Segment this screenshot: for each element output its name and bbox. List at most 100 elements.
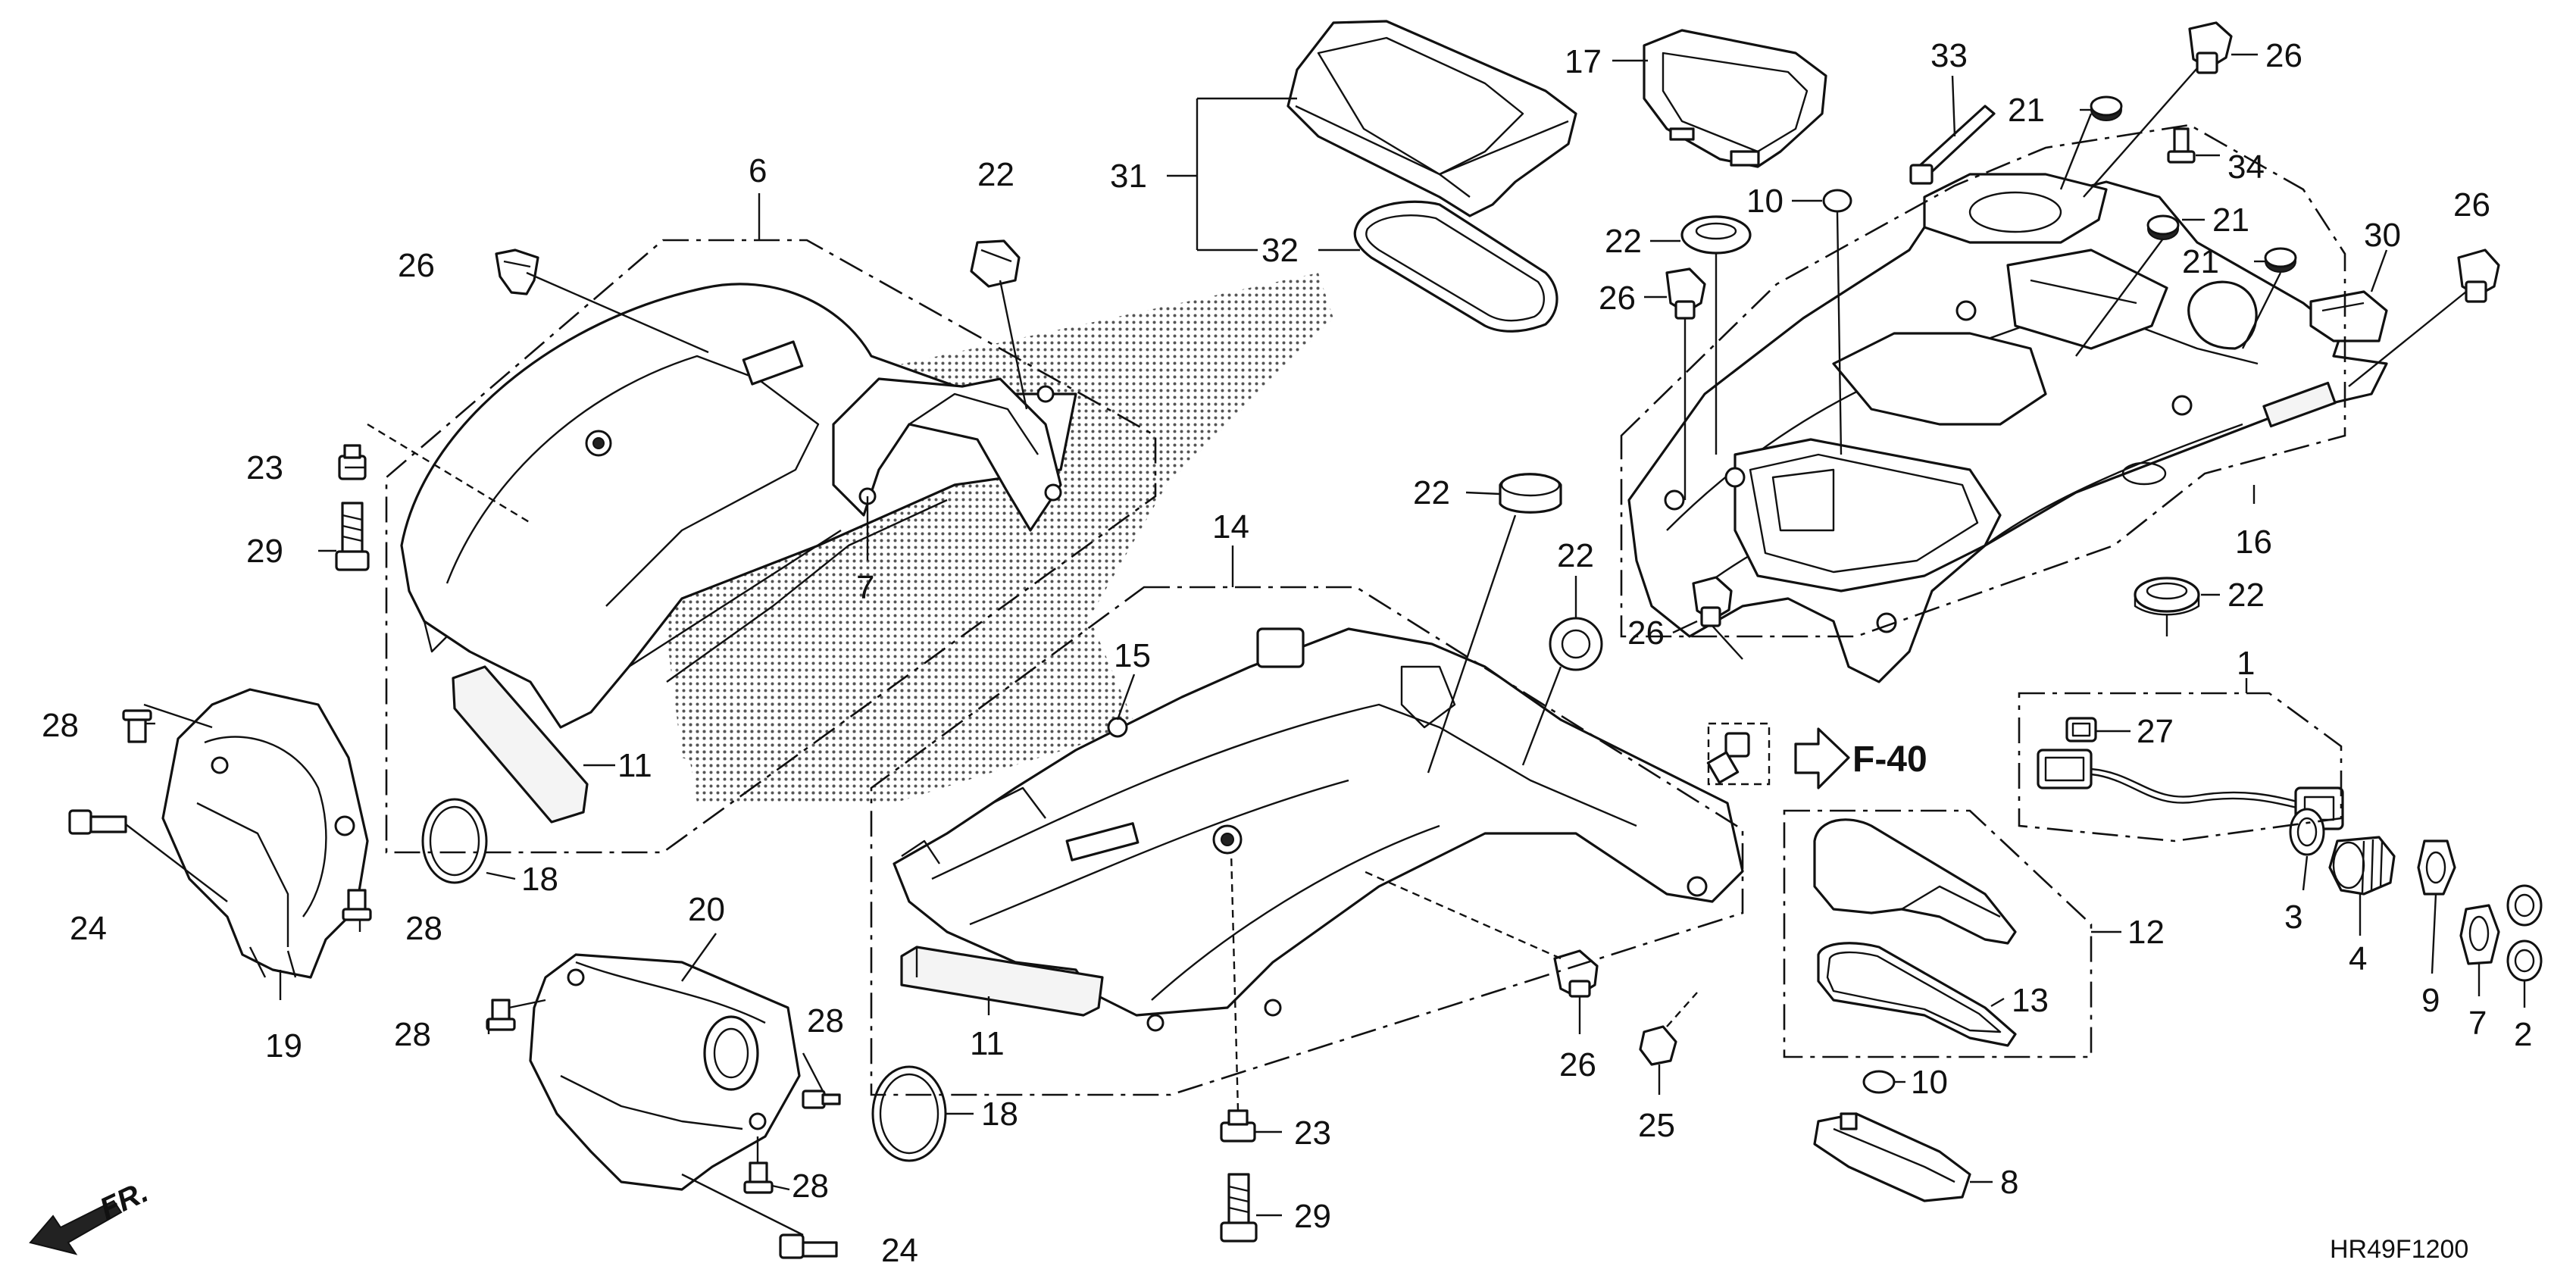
callout-32: 32 bbox=[1261, 232, 1299, 269]
bolt-23-left bbox=[338, 444, 367, 480]
clip-26-right bbox=[2457, 249, 2500, 303]
bolt-23-center bbox=[1220, 1109, 1256, 1143]
callout-29: 29 bbox=[1294, 1198, 1331, 1235]
callout-19: 19 bbox=[265, 1027, 302, 1064]
top-lid-part-31 bbox=[1286, 20, 1577, 217]
callout-33: 33 bbox=[1930, 37, 1968, 74]
screw-28-duct-left bbox=[486, 999, 516, 1031]
callout-2: 2 bbox=[2514, 1016, 2532, 1053]
callout-31: 31 bbox=[1110, 158, 1147, 195]
clip-26-top-right bbox=[2188, 21, 2233, 74]
callout-17: 17 bbox=[1565, 43, 1602, 80]
screw-28-lower-left bbox=[342, 889, 372, 921]
bracket-part-30 bbox=[2309, 290, 2388, 342]
clip-26-rear-lower-left bbox=[1692, 576, 1733, 627]
bolt-29-left bbox=[335, 502, 370, 571]
callout-21: 21 bbox=[2212, 202, 2249, 239]
screw-28-duct-right bbox=[802, 1089, 841, 1109]
screw-ref-f40 bbox=[1706, 732, 1750, 784]
callout-14: 14 bbox=[1212, 508, 1249, 546]
socket-part-4 bbox=[2328, 836, 2396, 896]
callout-22: 22 bbox=[1605, 223, 1642, 260]
nut-21-right bbox=[2264, 247, 2297, 273]
callout-10: 10 bbox=[1746, 183, 1784, 220]
callout-26: 26 bbox=[1599, 280, 1636, 317]
clip-26-top-left bbox=[495, 249, 539, 295]
callout-15: 15 bbox=[1114, 637, 1151, 674]
side-cover-part-19 bbox=[161, 688, 369, 979]
nut-21-top bbox=[2090, 95, 2123, 121]
foam-pad-part-11-left bbox=[452, 665, 589, 824]
callout-6: 7 bbox=[856, 569, 874, 606]
grommet-22-center-upper bbox=[1499, 473, 1562, 514]
callout-16: 16 bbox=[2235, 524, 2272, 561]
bolt-24-lower bbox=[779, 1233, 838, 1259]
callout-28: 28 bbox=[42, 707, 79, 744]
diagram-code-label: HR49F1200 bbox=[2330, 1235, 2468, 1264]
callout-20: 20 bbox=[688, 891, 725, 928]
callout-9: 9 bbox=[2421, 982, 2440, 1019]
callout-23: 23 bbox=[1294, 1114, 1331, 1152]
connector-clip-part-27 bbox=[2065, 717, 2097, 742]
nut-25 bbox=[1639, 1025, 1677, 1066]
f40-reference-box bbox=[1707, 722, 1771, 786]
foam-pad-part-11-center bbox=[900, 946, 1104, 1017]
callout-28: 28 bbox=[792, 1168, 829, 1205]
cover-part-8 bbox=[1813, 1112, 1971, 1202]
ring-part-3 bbox=[2289, 808, 2325, 856]
grommet-22-right bbox=[2134, 577, 2200, 616]
grommet-10-upper bbox=[1822, 189, 1852, 213]
callout-26: 26 bbox=[2265, 37, 2302, 74]
callout-1: 1 bbox=[2237, 645, 2255, 682]
leader-lines bbox=[125, 53, 2526, 1236]
duct-part-20 bbox=[529, 953, 801, 1191]
grommet-22-upper-right bbox=[1680, 215, 1752, 255]
callout-22: 22 bbox=[1557, 537, 1594, 574]
callout-11: 11 bbox=[970, 1025, 1005, 1062]
lid-seal-part-32 bbox=[1353, 200, 1558, 333]
seal-ring-18-left bbox=[421, 798, 488, 884]
callout-26: 26 bbox=[398, 247, 435, 284]
nut-21-middle bbox=[2146, 214, 2180, 240]
grommet-22-top-left bbox=[970, 239, 1021, 288]
bolt-29-center bbox=[1220, 1173, 1258, 1243]
callout-28: 28 bbox=[394, 1016, 431, 1053]
callout-8: 8 bbox=[2000, 1164, 2018, 1201]
callout-26: 26 bbox=[1627, 614, 1665, 652]
callout-26: 26 bbox=[1559, 1046, 1596, 1083]
callout-labels: 6 22 26 23 29 7 11 18 28 24 28 19 20 28 … bbox=[42, 37, 2532, 1269]
callout-22: 22 bbox=[977, 156, 1014, 193]
callout-18: 18 bbox=[521, 861, 558, 898]
screw-34 bbox=[2167, 127, 2196, 164]
lid-part-12 bbox=[1813, 818, 2017, 945]
callout-10: 10 bbox=[1911, 1064, 1948, 1101]
callout-22: 22 bbox=[2227, 577, 2265, 614]
screw-28-upper-left bbox=[122, 709, 152, 743]
cable-tie-part-33 bbox=[1909, 105, 1996, 185]
cap-part-9 bbox=[2417, 839, 2456, 896]
callout-24: 24 bbox=[70, 910, 107, 947]
reference-f40-label: F-40 bbox=[1852, 739, 1927, 780]
grommet-10-lower bbox=[1862, 1070, 1896, 1094]
clip-26-rear-upper-left bbox=[1665, 267, 1706, 320]
center-fender-part-14 bbox=[893, 627, 1744, 1032]
cap-part-2 bbox=[2506, 884, 2543, 982]
callout-18: 18 bbox=[981, 1096, 1018, 1133]
grommet-22-center bbox=[1549, 617, 1603, 671]
callout-11: 11 bbox=[617, 747, 652, 784]
callout-5: 6 bbox=[749, 152, 767, 189]
screw-28-duct-bottom bbox=[743, 1161, 774, 1194]
callout-21: 21 bbox=[2182, 243, 2219, 280]
bolt-24-left bbox=[68, 809, 127, 835]
callout-30: 30 bbox=[2364, 217, 2401, 254]
callout-29: 29 bbox=[246, 533, 283, 570]
callout-23: 23 bbox=[246, 449, 283, 486]
callout-3: 3 bbox=[2284, 899, 2302, 936]
callout-24: 24 bbox=[881, 1232, 918, 1269]
callout-34: 34 bbox=[2227, 148, 2265, 186]
front-direction-marker: FR. bbox=[29, 1175, 153, 1255]
callout-25: 25 bbox=[1638, 1107, 1675, 1144]
callout-27: 27 bbox=[2137, 713, 2174, 750]
callout-4: 4 bbox=[2349, 940, 2367, 977]
